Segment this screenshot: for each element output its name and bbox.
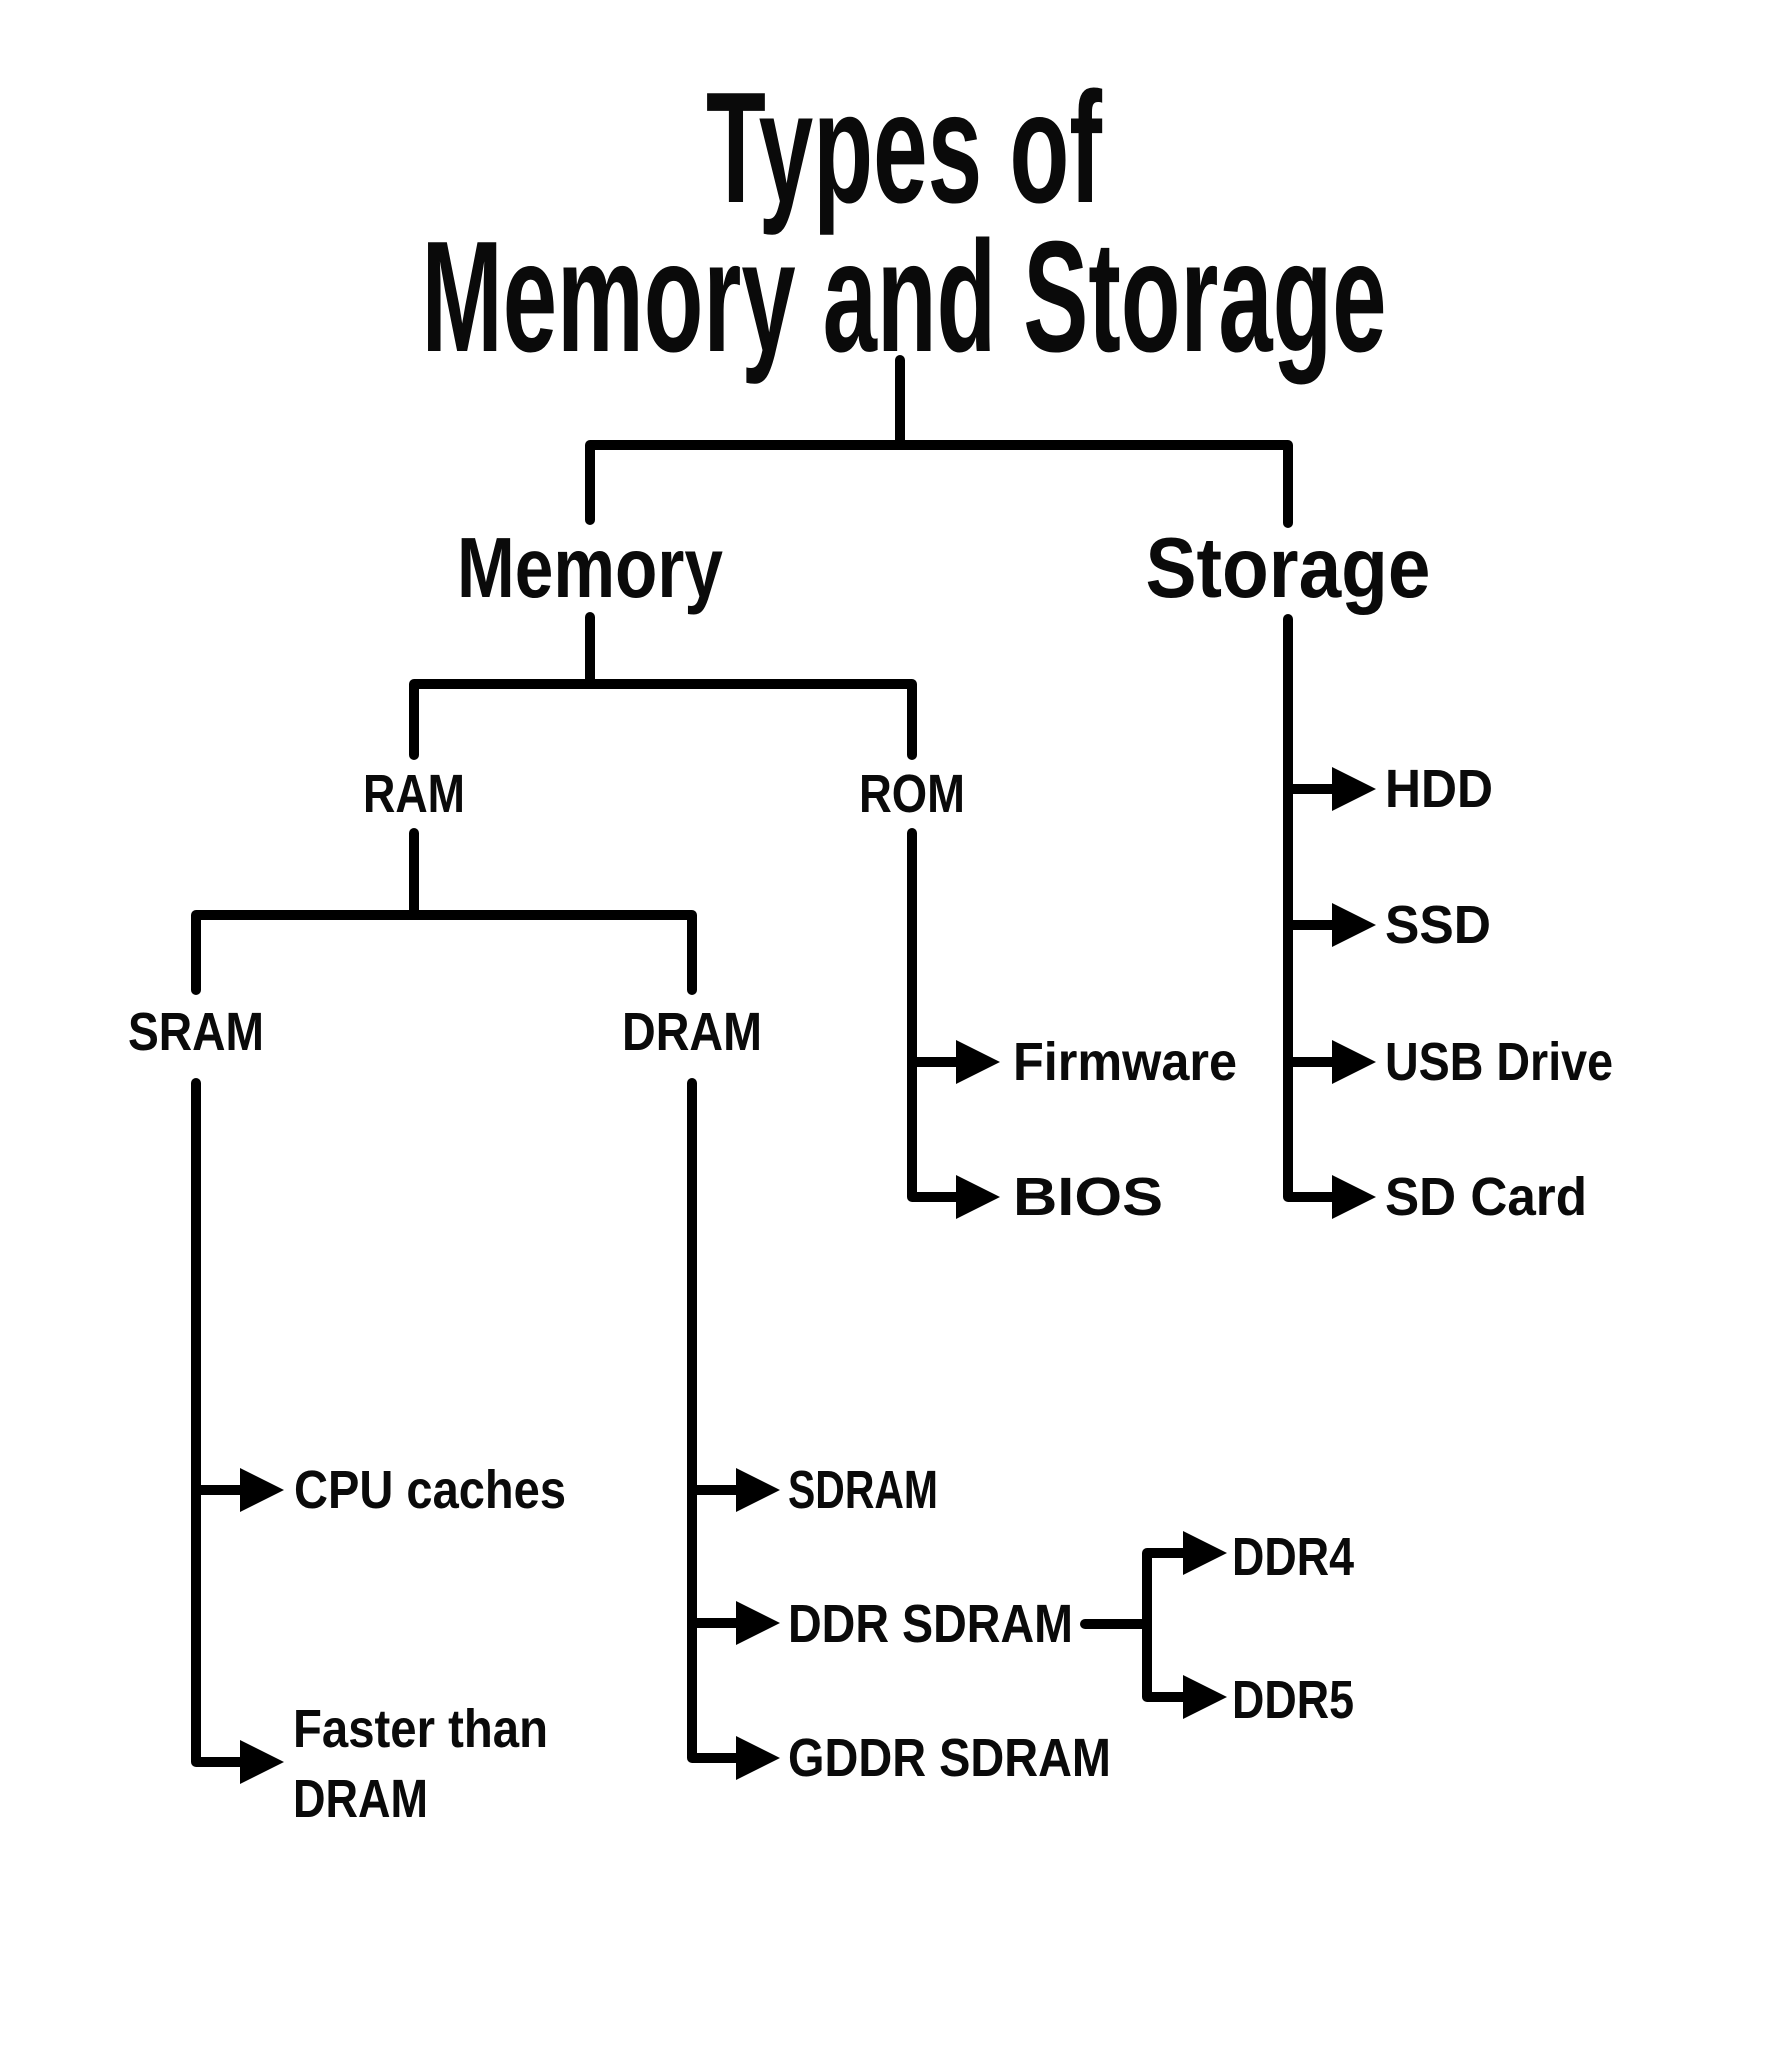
node-label-bios: BIOS (1013, 1167, 1163, 1227)
node-label-faster-than-dram: DRAM (293, 1769, 428, 1829)
node-label-ssd: SSD (1385, 895, 1491, 955)
node-label-firmware: Firmware (1013, 1032, 1237, 1092)
arrow-icon (1332, 903, 1376, 947)
node-label-memory: Memory (457, 521, 723, 616)
arrow-icon (1183, 1675, 1227, 1719)
connector-rom-trunk (907, 828, 961, 1202)
connector-ddr4-ddr5 (1142, 1548, 1188, 1702)
node-label-sd-card: SD Card (1385, 1167, 1587, 1227)
node-label-storage: Storage (1146, 521, 1431, 616)
arrow-icon (1332, 1175, 1376, 1219)
node-label-ddr4: DDR4 (1232, 1527, 1354, 1587)
arrow-icon (1332, 1040, 1376, 1084)
node-label-sram: SRAM (128, 1002, 264, 1062)
node-label-ddr-sdram: DDR SDRAM (788, 1594, 1073, 1654)
node-label-cpu-caches: CPU caches (294, 1460, 566, 1520)
arrow-icon (736, 1736, 780, 1780)
diagram-title-line2: Memory and Storage (422, 209, 1387, 385)
connector-sram-dram (191, 910, 697, 995)
arrow-icon (956, 1040, 1000, 1084)
arrow-icon (240, 1740, 284, 1784)
arrow-icon (240, 1468, 284, 1512)
node-label-gddr-sdram: GDDR SDRAM (788, 1728, 1111, 1788)
arrow-icon (1183, 1531, 1227, 1575)
arrow-icon (1332, 767, 1376, 811)
node-label-sdram: SDRAM (788, 1460, 938, 1520)
connector-memory-storage (585, 440, 1293, 528)
diagram-title-line1: Types of (706, 60, 1102, 236)
node-label-ddr5: DDR5 (1232, 1670, 1354, 1730)
node-label-rom: ROM (859, 764, 965, 824)
node-label-dram: DRAM (622, 1002, 762, 1062)
connector-dram-trunk (687, 1078, 741, 1763)
connector-ram-rom (409, 679, 917, 760)
node-label-ram: RAM (363, 764, 465, 824)
node-label-usb-drive: USB Drive (1385, 1032, 1613, 1092)
arrow-icon (736, 1601, 780, 1645)
arrow-icon (956, 1175, 1000, 1219)
connector-sram-trunk (191, 1078, 245, 1767)
node-label-faster-than: Faster than (293, 1699, 548, 1759)
arrow-icon (736, 1468, 780, 1512)
node-label-hdd: HDD (1385, 759, 1493, 819)
connector-storage-trunk (1283, 614, 1337, 1202)
